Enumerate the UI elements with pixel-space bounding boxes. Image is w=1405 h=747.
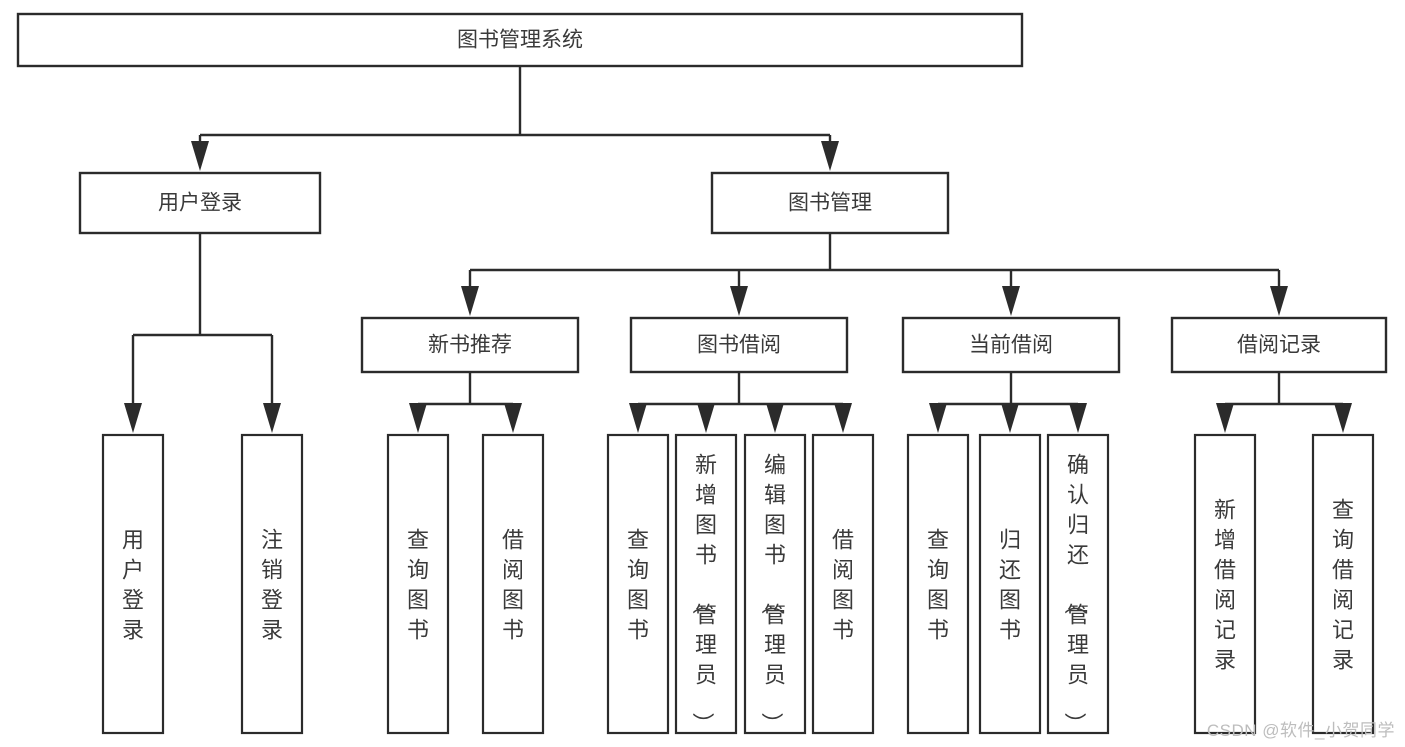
edges-layer [124, 66, 1352, 433]
node-leaf-edit-book-admin[interactable]: 编辑图书（管理员） [743, 433, 807, 735]
arrow-head-icon [1001, 403, 1019, 433]
arrow-head-icon [409, 403, 427, 433]
node-root[interactable]: 图书管理系统 [16, 12, 1024, 68]
arrow-head-icon [1216, 403, 1234, 433]
node-box [1193, 433, 1257, 735]
arrow-head-icon [821, 141, 839, 171]
node-label: 查询图书 [927, 527, 949, 642]
node-label: 查询图书 [407, 527, 429, 642]
nodes-layer: 图书管理系统用户登录图书管理新书推荐图书借阅当前借阅借阅记录用户登录注销登录查询… [16, 12, 1388, 735]
node-label: 编辑图书（管理员） [759, 452, 786, 734]
node-box [1046, 433, 1110, 735]
node-leaf-add-book-admin[interactable]: 新增图书（管理员） [674, 433, 738, 735]
csdn-watermark: CSDN @软件_小贺同学 [1206, 721, 1395, 740]
node-box [743, 433, 807, 735]
node-box [606, 433, 670, 735]
node-label: 图书借阅 [697, 334, 781, 357]
node-label: 借阅记录 [1237, 334, 1321, 357]
node-current-borrow[interactable]: 当前借阅 [901, 316, 1121, 374]
arrow-head-icon [191, 141, 209, 171]
node-label: 确认归还（管理员） [1062, 452, 1089, 734]
node-label: 当前借阅 [969, 334, 1053, 357]
node-leaf-user-login[interactable]: 用户登录 [101, 433, 165, 735]
node-leaf-query-book-borrow[interactable]: 查询图书 [606, 433, 670, 735]
arrow-head-icon [697, 403, 715, 433]
node-box [16, 12, 1024, 68]
node-label: 用户登录 [122, 527, 144, 642]
node-box [1311, 433, 1375, 735]
node-box [386, 433, 450, 735]
node-label: 用户登录 [158, 192, 242, 215]
arrow-head-icon [1270, 286, 1288, 316]
node-user-login[interactable]: 用户登录 [78, 171, 322, 235]
node-leaf-return-book[interactable]: 归还图书 [978, 433, 1042, 735]
arrow-head-icon [263, 403, 281, 433]
node-box [1170, 316, 1388, 374]
node-book-management[interactable]: 图书管理 [710, 171, 950, 235]
node-new-book-recommend[interactable]: 新书推荐 [360, 316, 580, 374]
node-leaf-query-book-recommend[interactable]: 查询图书 [386, 433, 450, 735]
node-box [360, 316, 580, 374]
node-box [906, 433, 970, 735]
arrow-head-icon [929, 403, 947, 433]
node-borrow-record[interactable]: 借阅记录 [1170, 316, 1388, 374]
node-box [101, 433, 165, 735]
arrow-head-icon [1069, 403, 1087, 433]
arrow-head-icon [1002, 286, 1020, 316]
node-label: 图书管理 [788, 192, 872, 215]
arrow-head-icon [504, 403, 522, 433]
node-box [710, 171, 950, 235]
node-label: 查询借阅记录 [1332, 497, 1354, 672]
arrow-head-icon [629, 403, 647, 433]
node-label: 注销登录 [261, 527, 283, 642]
node-box [481, 433, 545, 735]
node-leaf-logout-login[interactable]: 注销登录 [240, 433, 304, 735]
node-box [78, 171, 322, 235]
node-label: 查询图书 [627, 527, 649, 642]
node-label: 借阅图书 [832, 527, 854, 642]
node-leaf-borrow-book-recommend[interactable]: 借阅图书 [481, 433, 545, 735]
arrow-head-icon [461, 286, 479, 316]
node-label: 归还图书 [999, 527, 1021, 642]
node-box [240, 433, 304, 735]
node-leaf-query-book-current[interactable]: 查询图书 [906, 433, 970, 735]
node-label: 新增借阅记录 [1214, 497, 1236, 672]
node-book-borrow[interactable]: 图书借阅 [629, 316, 849, 374]
node-label: 图书管理系统 [457, 29, 583, 52]
node-box [901, 316, 1121, 374]
node-leaf-query-borrow-record[interactable]: 查询借阅记录 [1311, 433, 1375, 735]
node-label: 新书推荐 [428, 334, 512, 357]
node-box [674, 433, 738, 735]
arrow-head-icon [730, 286, 748, 316]
node-leaf-confirm-return-admin[interactable]: 确认归还（管理员） [1046, 433, 1110, 735]
arrow-head-icon [766, 403, 784, 433]
node-leaf-borrow-book[interactable]: 借阅图书 [811, 433, 875, 735]
node-label: 新增图书（管理员） [690, 452, 717, 734]
arrow-head-icon [124, 403, 142, 433]
node-label: 借阅图书 [502, 527, 524, 642]
node-leaf-add-borrow-record[interactable]: 新增借阅记录 [1193, 433, 1257, 735]
arrow-head-icon [834, 403, 852, 433]
arrow-head-icon [1334, 403, 1352, 433]
node-box [811, 433, 875, 735]
node-box [978, 433, 1042, 735]
node-box [629, 316, 849, 374]
